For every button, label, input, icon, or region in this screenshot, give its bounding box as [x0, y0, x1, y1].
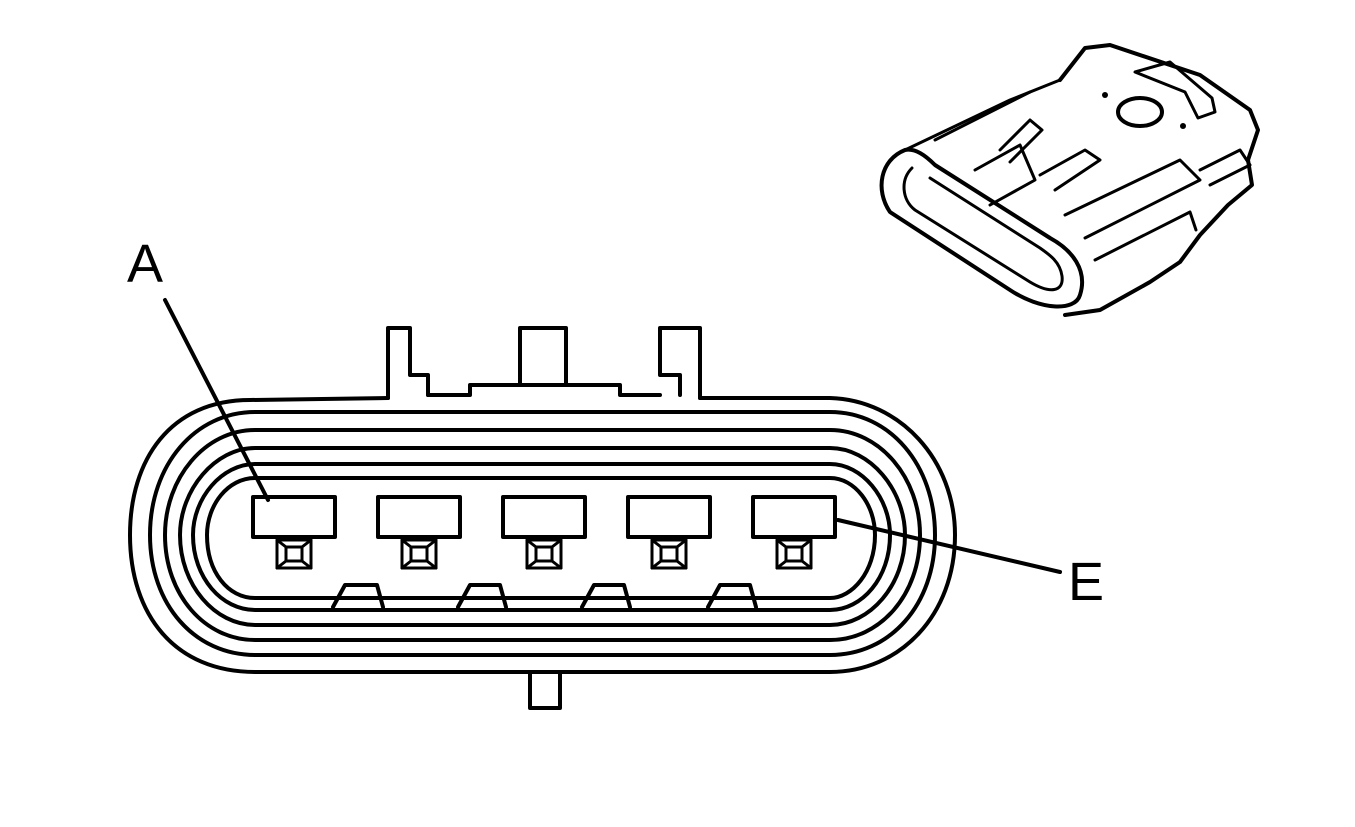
- pin-terminal-bevel: [675, 559, 688, 570]
- pin-terminal-bevel: [675, 538, 688, 549]
- pin-terminal-center: [659, 545, 679, 563]
- pin-socket: [501, 495, 587, 539]
- pin-label-e: E: [1068, 552, 1104, 612]
- pin-terminal-bevel: [800, 559, 813, 570]
- pin-socket: [376, 495, 462, 539]
- pin-terminal: [400, 538, 438, 570]
- pin-socket: [251, 495, 337, 539]
- connector-isometric-view: [879, 43, 1260, 317]
- pin-socket: [626, 495, 712, 539]
- pin-cavities: [251, 495, 837, 570]
- pin-terminal-bevel: [425, 538, 438, 549]
- pin-terminal-bevel: [525, 538, 538, 549]
- pin-terminal-bevel: [650, 559, 663, 570]
- pin-terminal-bevel: [775, 559, 788, 570]
- pin-terminal-bevel: [275, 559, 288, 570]
- pin-terminal-bevel: [650, 538, 663, 549]
- connector-face-view: [128, 326, 957, 710]
- leader-line-a: [163, 298, 270, 502]
- pin-terminal-bevel: [525, 559, 538, 570]
- pin-cavity: [251, 495, 337, 570]
- pin-terminal-bevel: [400, 559, 413, 570]
- pin-terminal-center: [534, 545, 554, 563]
- pin-terminal-bevel: [300, 559, 313, 570]
- leader-line-e: [836, 518, 1062, 574]
- pin-label-a: A: [127, 234, 163, 294]
- pin-terminal-center: [784, 545, 804, 563]
- pin-terminal-center: [409, 545, 429, 563]
- pin-terminal-center: [284, 545, 304, 563]
- pin-terminal: [525, 538, 563, 570]
- pin-socket: [751, 495, 837, 539]
- pin-terminal: [650, 538, 688, 570]
- pin-cavity: [376, 495, 462, 570]
- pin-terminal-bevel: [550, 559, 563, 570]
- pin-terminal-bevel: [800, 538, 813, 549]
- pin-cavity: [626, 495, 712, 570]
- pin-cavity: [501, 495, 587, 570]
- pin-terminal-bevel: [300, 538, 313, 549]
- pin-terminal-bevel: [775, 538, 788, 549]
- pin-terminal-bevel: [275, 538, 288, 549]
- pin-terminal-bevel: [400, 538, 413, 549]
- pin-cavity: [751, 495, 837, 570]
- pin-terminal-bevel: [550, 538, 563, 549]
- pin-terminal-bevel: [425, 559, 438, 570]
- pin-terminal: [275, 538, 313, 570]
- pin-terminal: [775, 538, 813, 570]
